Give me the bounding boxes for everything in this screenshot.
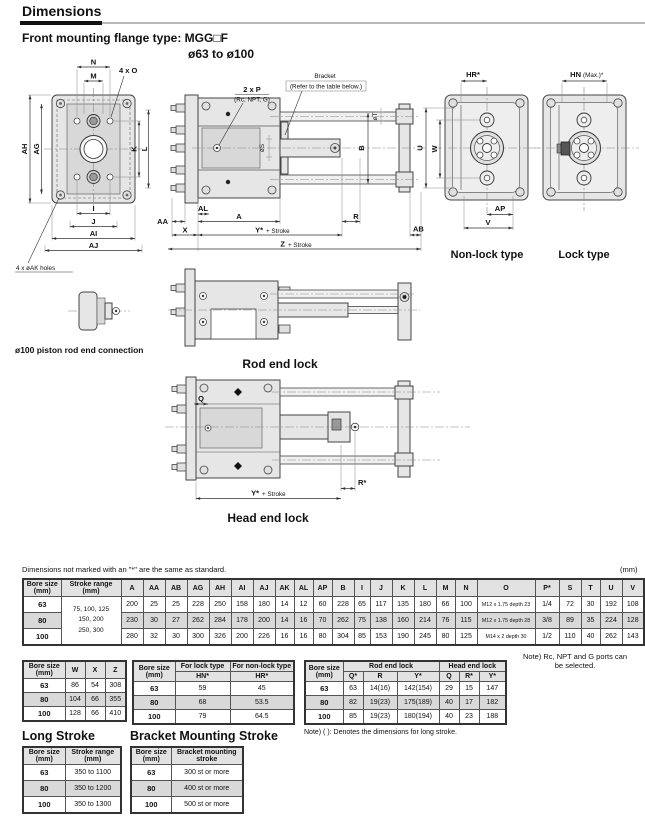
end-view-lock: HN (Max.)* Lock type xyxy=(531,70,639,261)
dim-label-l: L xyxy=(140,146,149,151)
technical-drawings: N M 4 x O AH AG K L I J AI xyxy=(15,58,639,525)
dim-label-ai: AI xyxy=(90,229,98,238)
hn-hr-table: Bore size (mm) For lock type For non-loc… xyxy=(132,660,295,725)
bracket-note-label: (Refer to the table below.) xyxy=(290,84,362,91)
head-end-lock-label: Head end lock xyxy=(227,511,309,525)
flange-type-subtitle: Front mounting flange type: MGG□F xyxy=(22,31,228,45)
dim-label-ab: AB xyxy=(413,225,424,234)
dim-label-v: V xyxy=(485,218,490,227)
title-rule-gray xyxy=(102,22,645,24)
rod-end-lock-label: Rod end lock xyxy=(242,357,318,371)
dim-label-r: R xyxy=(353,212,359,221)
note-long-stroke: Note) ( ): Denotes the dimensions for lo… xyxy=(304,729,457,736)
bracket-stroke-heading: Bracket Mounting Stroke xyxy=(130,729,278,743)
lock-type-label: Lock type xyxy=(558,249,609,261)
dim-label-m: M xyxy=(90,72,96,81)
note-ports: Note) Rc, NPT and G ports can be selecte… xyxy=(522,652,628,670)
dim-label-n: N xyxy=(91,58,96,67)
dim-label-y: Y* xyxy=(255,226,263,235)
dim-label-hr: HR* xyxy=(466,70,480,79)
end-lock-table: Bore size (mm) Rod end lock Head end loc… xyxy=(304,660,508,725)
bracket-stroke-header: Bore size (mm) Bracket mounting stroke xyxy=(130,746,244,765)
dim-label-os: øS xyxy=(259,144,266,152)
bracket-stroke-table: Bore size (mm) Bracket mounting stroke 6… xyxy=(130,746,244,814)
unit-label: (mm) xyxy=(620,565,638,574)
end-lock-header-row2: Q*R Y*Q R*Y* xyxy=(305,671,507,682)
dim-label-hn-max: (Max.)* xyxy=(583,72,604,79)
long-stroke-header: Bore size (mm) Stroke range (mm) xyxy=(22,746,122,765)
dim-label-hn: HN xyxy=(570,70,581,79)
dim-label-y-head-stroke: + Stroke xyxy=(262,491,286,498)
piston-rod-end-label: ø100 piston rod end connection xyxy=(15,345,143,355)
dim-label-z: Z xyxy=(280,240,285,249)
note-standard: Dimensions not marked with an "*" are th… xyxy=(22,565,227,574)
dim-label-r-star: R* xyxy=(358,478,366,487)
page-title: Dimensions xyxy=(22,3,102,19)
front-flange-view: N M 4 x O AH AG K L I J AI xyxy=(15,58,151,273)
dim-label-x: X xyxy=(182,226,187,235)
dim-label-i: I xyxy=(92,204,94,213)
end-lock-header-row1: Bore size (mm) Rod end lock Head end loc… xyxy=(304,660,507,682)
dim-label-j: J xyxy=(91,217,95,226)
dim-label-ot: øT xyxy=(372,113,379,121)
long-stroke-heading: Long Stroke xyxy=(22,729,95,743)
end-view-nonlock: HR* W U AP V Non-lock type xyxy=(416,70,541,261)
dim-label-ap: AP xyxy=(495,204,505,213)
dim-label-al: AL xyxy=(198,204,208,213)
hn-hr-header-row1: Bore size (mm) For lock type For non-loc… xyxy=(132,660,295,682)
side-view: 2 x P (Rc, NPT, G) Bracket (Refer to the… xyxy=(157,73,425,251)
dim-label-u: U xyxy=(416,145,425,150)
dim-label-k: K xyxy=(130,146,139,152)
dim-label-aj: AJ xyxy=(89,241,99,250)
nonlock-type-label: Non-lock type xyxy=(451,249,524,261)
dim-label-ah: AH xyxy=(20,144,29,155)
dim-label-ag: AG xyxy=(32,143,41,154)
dim-label-ak-holes: 4 x øAK holes xyxy=(16,265,55,272)
dim-label-4xO: 4 x O xyxy=(119,66,138,75)
port-thread-label: (Rc, NPT, G) xyxy=(234,97,270,104)
title-rule-black xyxy=(20,21,102,25)
dim-label-y-stroke: + Stroke xyxy=(266,228,290,235)
rod-end-lock-view: Rod end lock xyxy=(168,268,420,371)
dim-label-b: B xyxy=(357,145,366,151)
dim-label-aa: AA xyxy=(157,217,168,226)
bracket-label: Bracket xyxy=(314,73,336,80)
dim-label-a: A xyxy=(236,212,242,221)
bore-range-label: ø63 to ø100 xyxy=(188,47,255,61)
dim-label-y-head: Y* xyxy=(251,489,259,498)
port-label: 2 x P xyxy=(243,85,261,94)
head-end-lock-view: Q R* Y* + Stroke Head end lock xyxy=(165,376,470,525)
dim-label-w: W xyxy=(430,145,439,153)
dim-label-z-stroke: + Stroke xyxy=(288,242,312,249)
piston-rod-end-connection: ø100 piston rod end connection xyxy=(15,291,143,355)
dim-label-q: Q xyxy=(198,394,204,403)
